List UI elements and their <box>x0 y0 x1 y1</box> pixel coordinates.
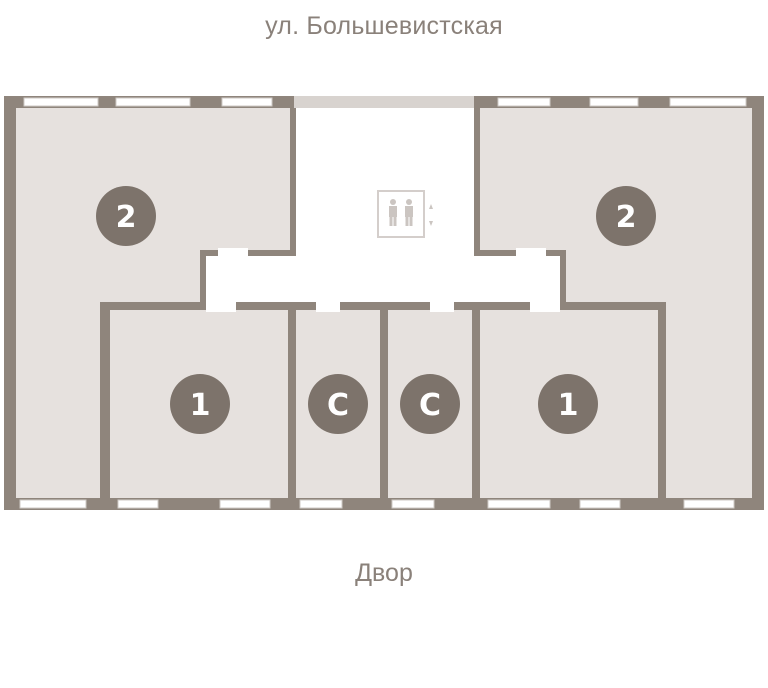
door-openings <box>206 248 560 312</box>
windows-bottom <box>19 499 735 509</box>
elevator-icon <box>377 190 433 238</box>
badge-apt-studio-left[interactable]: С <box>308 374 368 434</box>
svg-text:1: 1 <box>558 388 579 423</box>
svg-text:С: С <box>327 388 349 423</box>
windows-top <box>23 97 747 107</box>
badge-apt-top-right[interactable]: 2 <box>596 186 656 246</box>
corridor <box>206 108 560 302</box>
entrance-opening <box>294 96 474 108</box>
svg-text:2: 2 <box>116 200 137 235</box>
svg-text:С: С <box>419 388 441 423</box>
yard-label: Двор <box>355 559 413 587</box>
badge-apt-studio-right[interactable]: С <box>400 374 460 434</box>
badge-apt-top-left[interactable]: 2 <box>96 186 156 246</box>
room-top-left[interactable] <box>16 108 290 498</box>
room-top-right[interactable] <box>480 108 752 498</box>
svg-text:2: 2 <box>616 200 637 235</box>
svg-text:1: 1 <box>190 388 211 423</box>
badge-apt-bottom-right[interactable]: 1 <box>538 374 598 434</box>
badge-apt-bottom-left[interactable]: 1 <box>170 374 230 434</box>
street-label: ул. Большевистская <box>265 12 503 40</box>
